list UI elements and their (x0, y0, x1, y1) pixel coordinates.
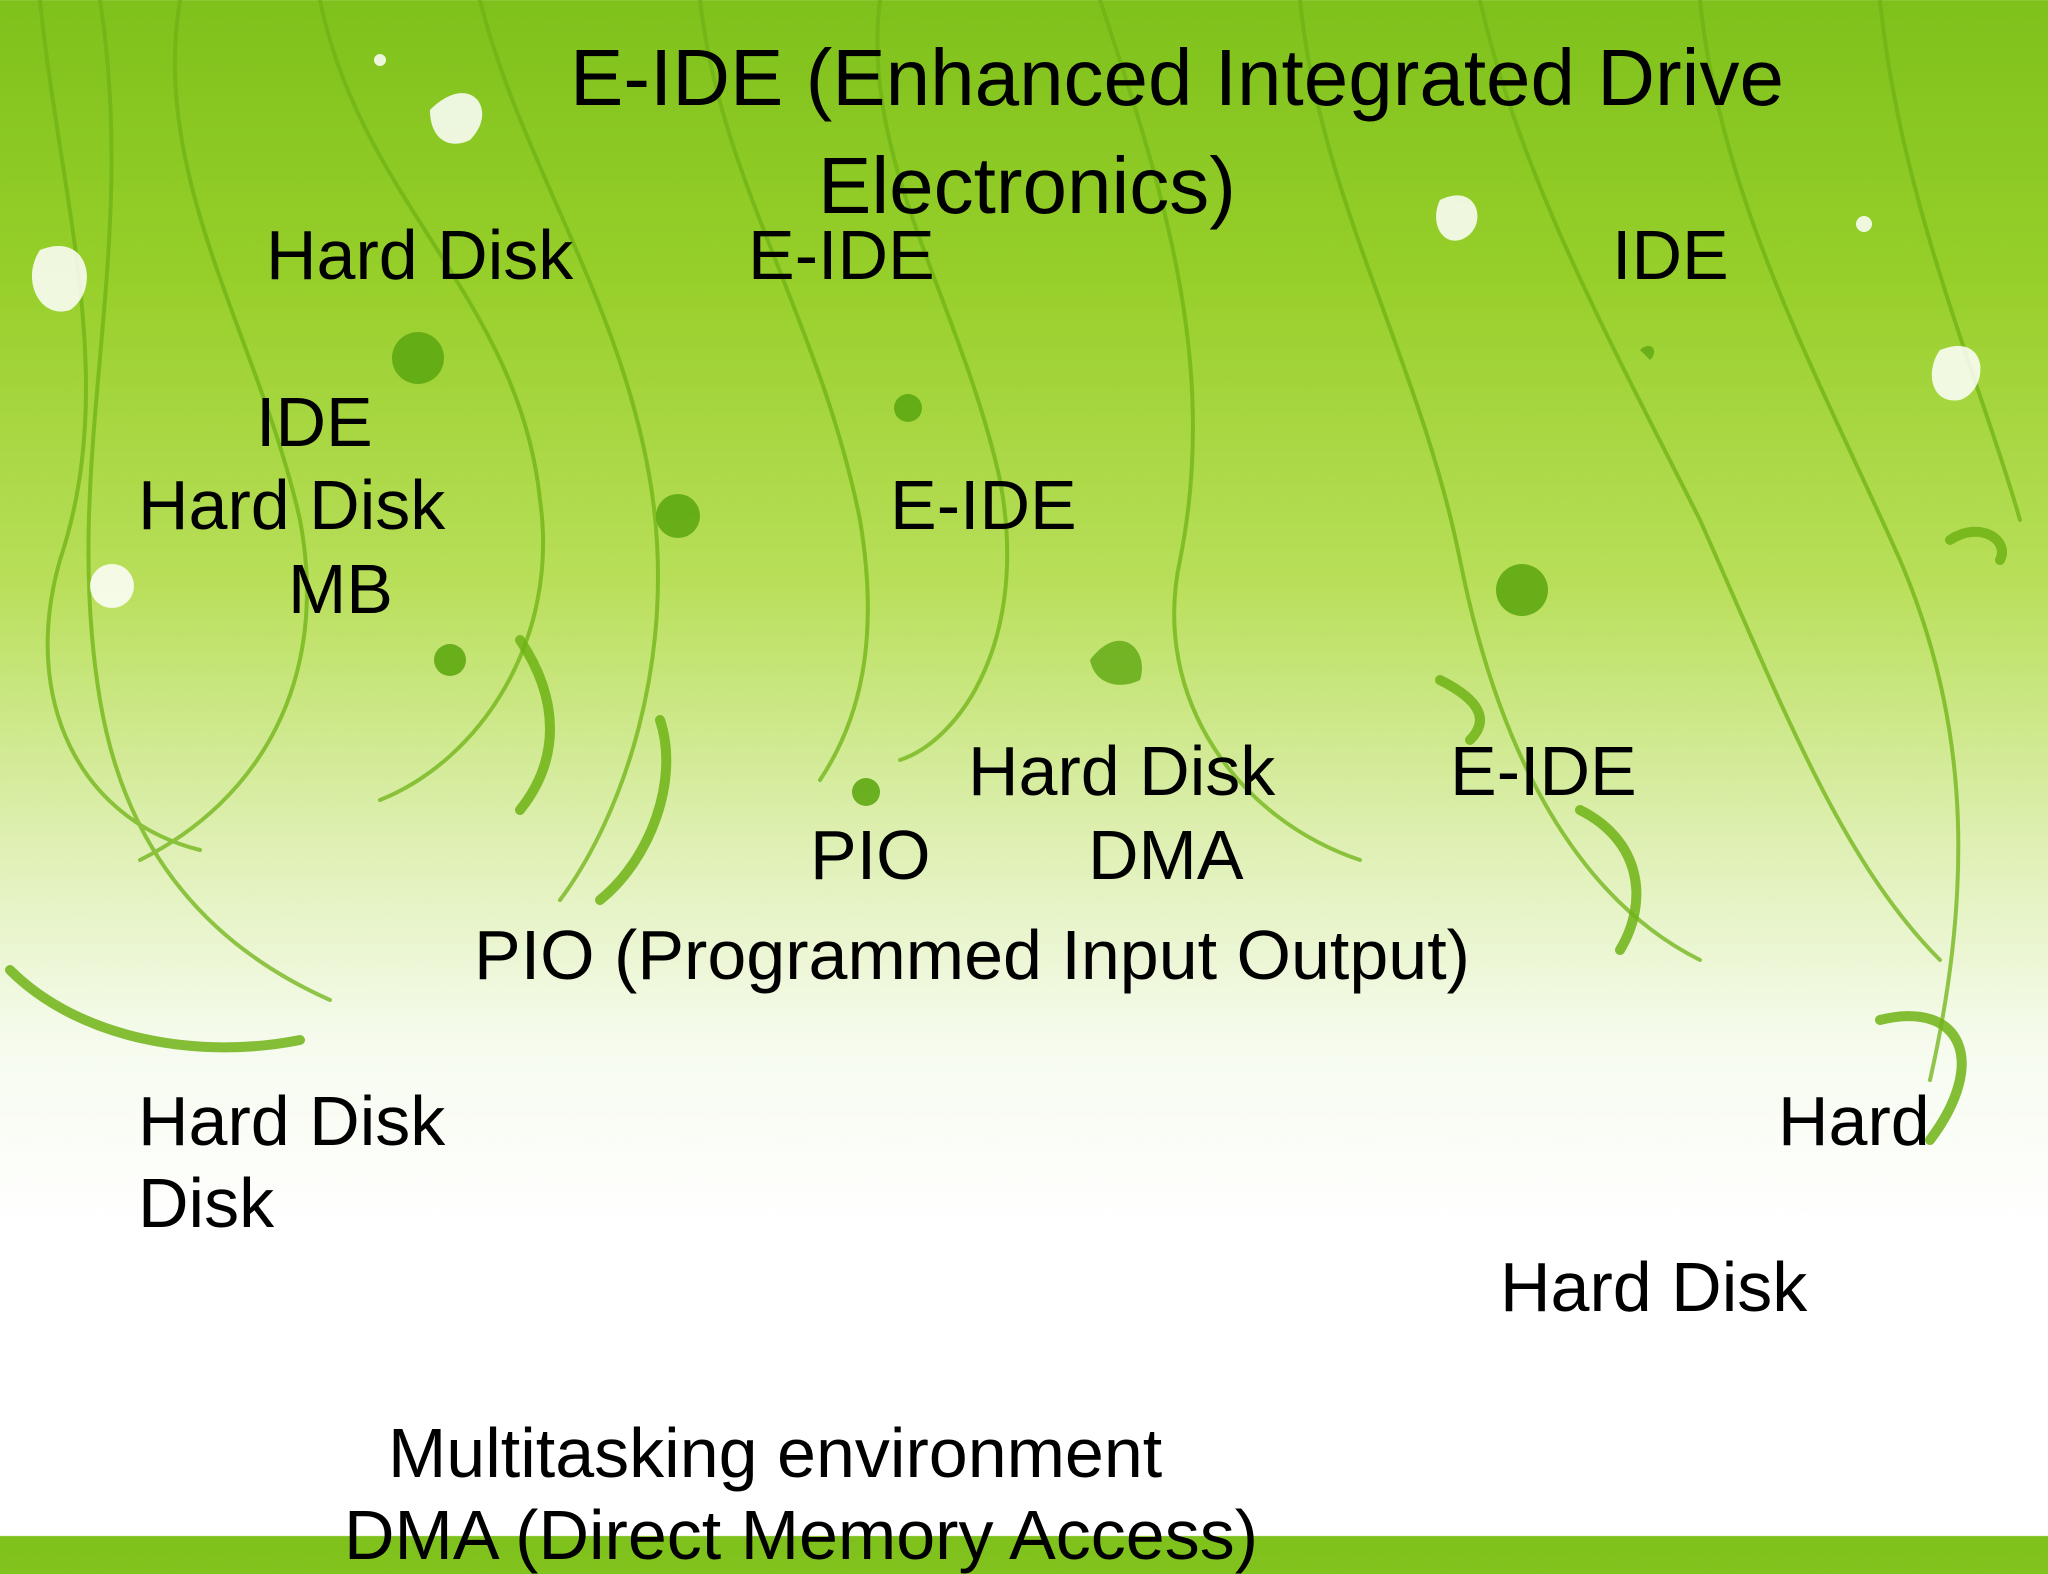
label-dma: DMA (1088, 816, 1244, 894)
background-vines (5, 0, 2022, 1145)
slide-title-line1: E-IDE (Enhanced Integrated Drive (570, 33, 1784, 122)
label-dma-full: DMA (Direct Memory Access) (344, 1496, 1258, 1574)
label-pio-full: PIO (Programmed Input Output) (474, 916, 1470, 994)
label-disk-lower-left: Disk (138, 1164, 275, 1242)
slide-title-line2: Electronics) (818, 141, 1236, 230)
label-eide-center-right: E-IDE (1450, 732, 1637, 810)
label-mb-left: MB (288, 550, 393, 628)
label-multitasking: Multitasking environment (388, 1414, 1163, 1492)
label-hard-disk-left: Hard Disk (138, 466, 446, 544)
label-pio: PIO (810, 816, 931, 894)
label-hard-disk-top: Hard Disk (266, 216, 574, 294)
label-ide-left: IDE (256, 383, 373, 461)
label-hard-disk-lower-right: Hard Disk (1500, 1248, 1808, 1326)
label-hard-right: Hard (1778, 1082, 1930, 1160)
label-hard-disk-center: Hard Disk (968, 732, 1276, 810)
label-eide-mid: E-IDE (890, 466, 1077, 544)
label-ide-top-right: IDE (1612, 216, 1729, 294)
label-hard-disk-lower-left: Hard Disk (138, 1082, 446, 1160)
label-eide-top: E-IDE (748, 216, 935, 294)
